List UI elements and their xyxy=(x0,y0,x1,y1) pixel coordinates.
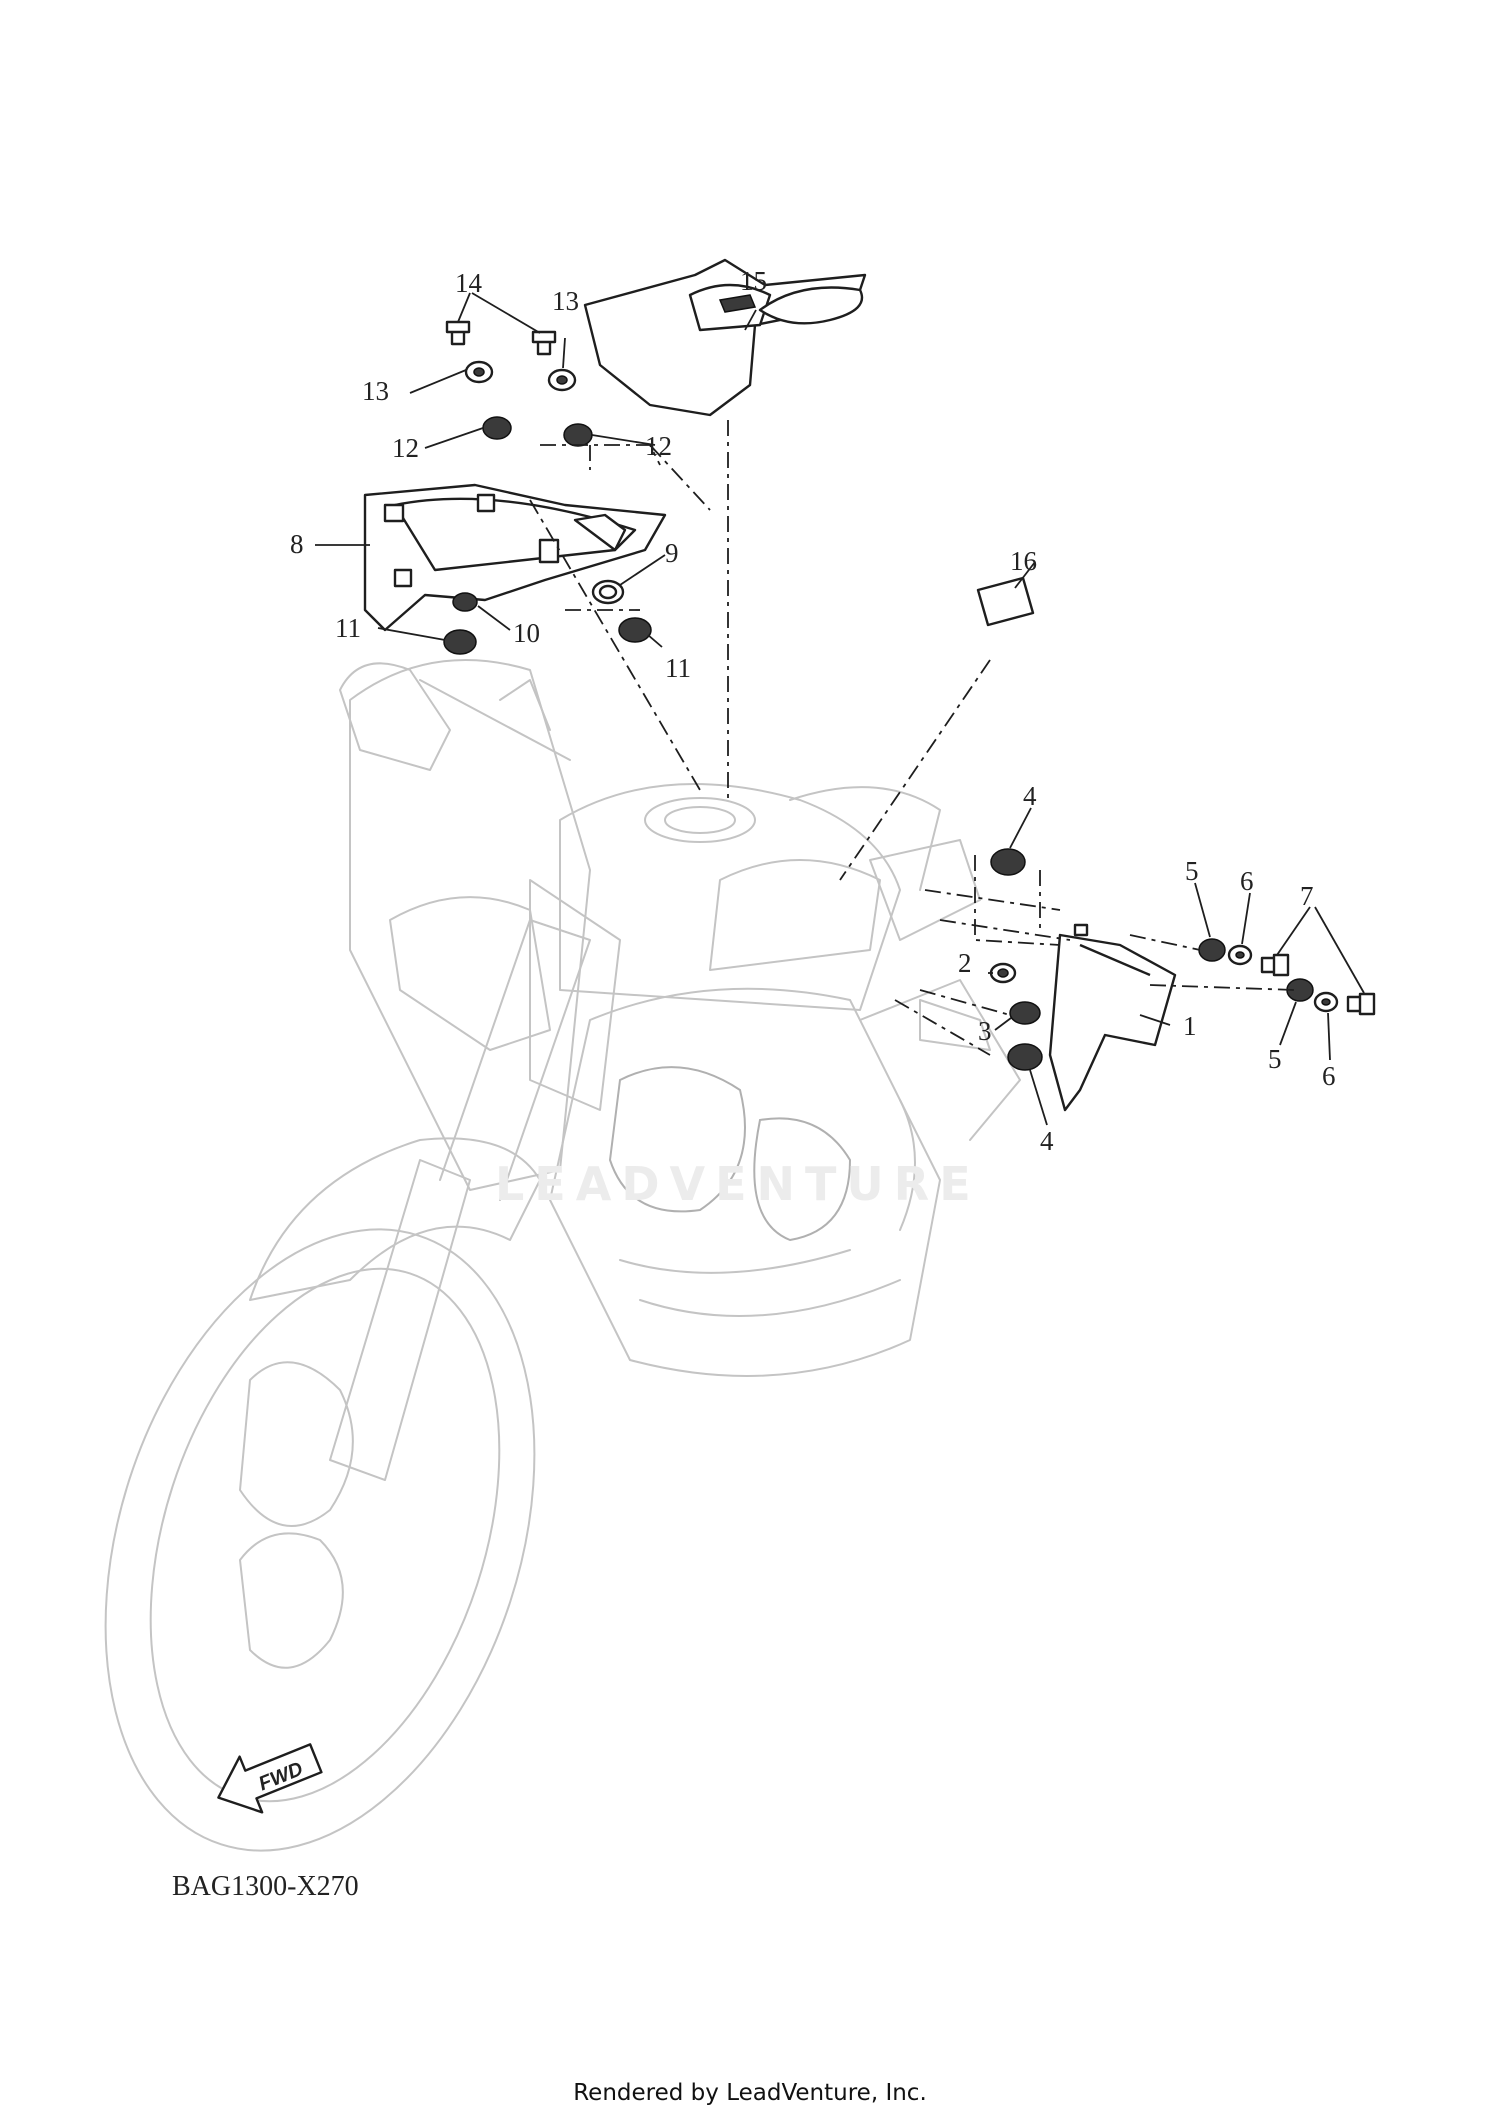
callout-10: 10 xyxy=(513,618,540,648)
fwd-arrow: FWD xyxy=(217,1743,323,1814)
callout-7: 7 xyxy=(1300,881,1314,911)
watermark-text: LEADVENTURE xyxy=(495,1157,981,1211)
callout-15: 15 xyxy=(740,266,767,296)
callout-12-right: 12 xyxy=(645,431,672,461)
callout-12-left: 12 xyxy=(392,433,419,463)
callout-3: 3 xyxy=(978,1016,992,1046)
hardware-parts xyxy=(443,320,1376,1071)
part-1-side-cover xyxy=(1048,923,1177,1112)
callout-labels: 1 2 3 4 4 5 5 6 6 7 8 9 10 11 11 12 12 1… xyxy=(290,266,1336,1156)
callout-4-bottom: 4 xyxy=(1040,1126,1054,1156)
callout-8: 8 xyxy=(290,529,304,559)
callout-4-top: 4 xyxy=(1023,781,1037,811)
callout-1: 1 xyxy=(1183,1011,1197,1041)
callout-13-left: 13 xyxy=(362,376,389,406)
callout-14: 14 xyxy=(455,268,483,298)
callout-6-top: 6 xyxy=(1240,866,1254,896)
diagram-code: BAG1300-X270 xyxy=(172,1871,359,1902)
callout-16: 16 xyxy=(1010,546,1037,576)
callout-11-right: 11 xyxy=(665,653,691,683)
callout-6-bottom: 6 xyxy=(1322,1061,1336,1091)
motorcycle-ghost-outline xyxy=(104,659,1021,1852)
leader-lines xyxy=(315,292,1365,1126)
callout-13-right: 13 xyxy=(552,286,579,316)
part-8-side-panel xyxy=(363,483,667,632)
part-16-label xyxy=(976,576,1035,627)
callout-11-left: 11 xyxy=(335,613,361,643)
callout-9: 9 xyxy=(665,538,679,568)
part-15-top-cover xyxy=(583,258,867,417)
footer-credit: Rendered by LeadVenture, Inc. xyxy=(573,2080,927,2106)
callout-2: 2 xyxy=(958,948,972,978)
callout-5-bottom: 5 xyxy=(1268,1044,1282,1074)
callout-5-top: 5 xyxy=(1185,856,1199,886)
